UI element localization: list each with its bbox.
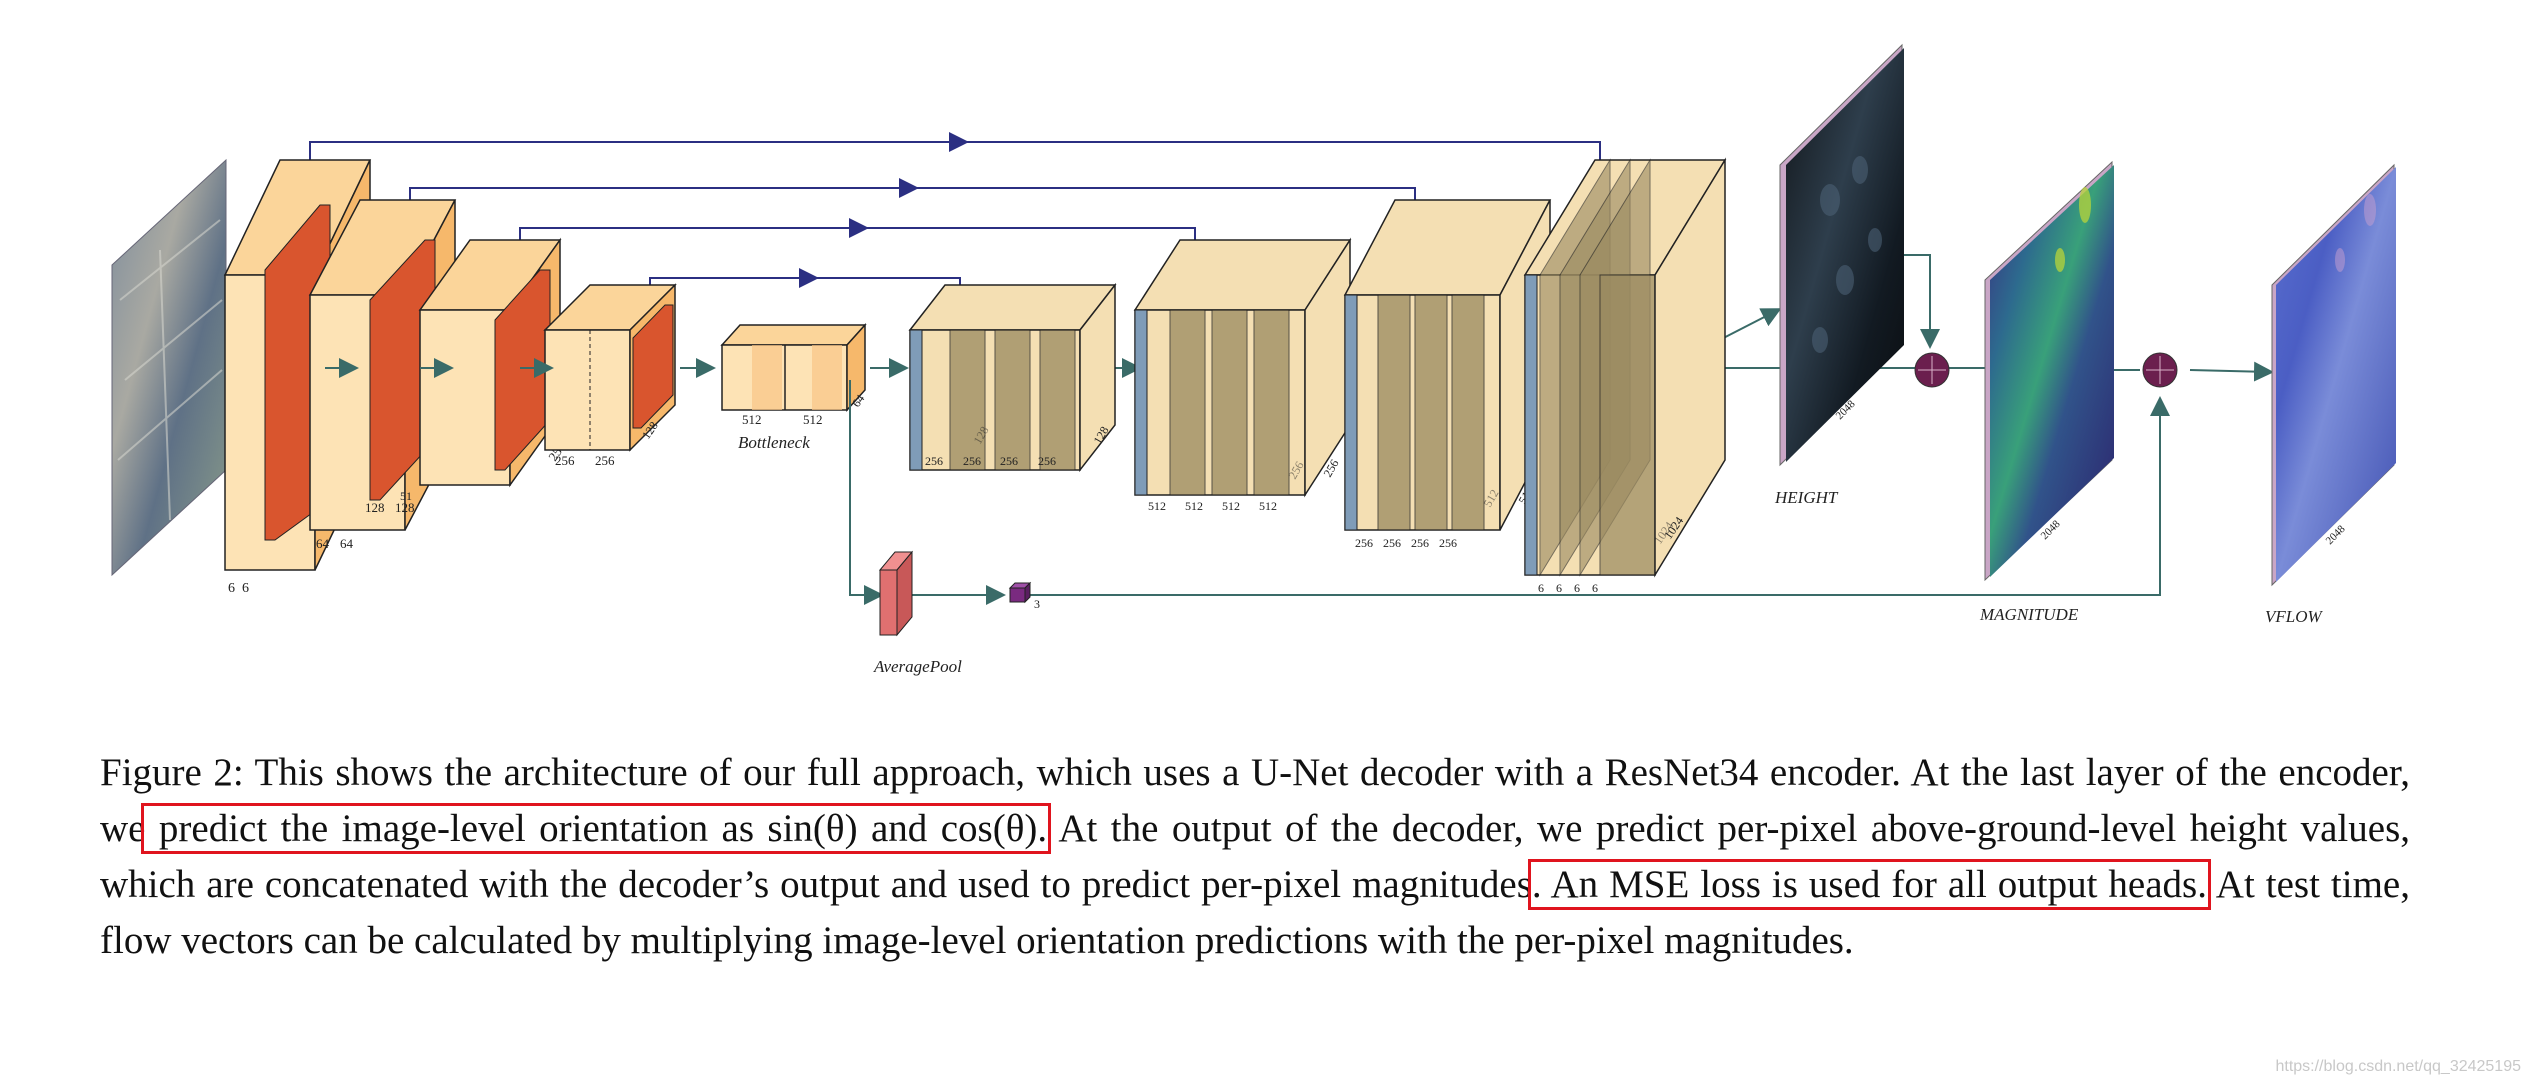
architecture-diagram: 6 6 64 64 128 128 51 256 256 256 128 <box>0 0 2529 720</box>
vflow-output: 2048 VFLOW <box>2265 165 2396 626</box>
dim-label: 64 <box>316 536 330 551</box>
bottleneck-block: 512 512 64 Bottleneck <box>722 325 867 452</box>
dim-label: 3 <box>1034 597 1040 611</box>
average-pool-label: AveragePool <box>873 657 962 676</box>
dim-label: 512 <box>803 412 823 427</box>
dim-label: 512 <box>1185 499 1203 513</box>
magnitude-label: MAGNITUDE <box>1979 605 2079 624</box>
dim-label: 6 <box>228 581 235 596</box>
dim-label: 128 <box>365 500 385 515</box>
dim-label: 6 <box>1574 581 1580 595</box>
bottleneck-label: Bottleneck <box>738 433 810 452</box>
height-output: 2048 HEIGHT <box>1774 45 1904 507</box>
caption-highlight-orientation: predict the image-level orientation as s… <box>145 807 1047 850</box>
concat-node-2 <box>2143 353 2177 387</box>
dim-label: 256 <box>1411 536 1429 550</box>
dim-label: 256 <box>555 453 575 468</box>
dim-label: 6 <box>1538 581 1544 595</box>
dim-label: 512 <box>1259 499 1277 513</box>
dim-label: 256 <box>963 454 981 468</box>
dim-label: 6 <box>1556 581 1562 595</box>
dim-label: 256 <box>1355 536 1373 550</box>
dim-label: 256 <box>595 453 615 468</box>
height-label: HEIGHT <box>1774 488 1839 507</box>
decoder-block-4: 6 6 6 6 1024 1024 <box>1525 160 1725 595</box>
decoder-block-2: 512 512 512 512 256 256 <box>1135 240 1350 513</box>
magnitude-output: 2048 MAGNITUDE <box>1979 162 2114 624</box>
watermark: https://blog.csdn.net/qq_32425195 <box>2275 1058 2521 1076</box>
vflow-label: VFLOW <box>2265 607 2324 626</box>
encoder-block-4: 128 <box>545 285 675 450</box>
dim-label: 256 <box>1439 536 1457 550</box>
dim-label: 256 <box>1383 536 1401 550</box>
dim-label: 256 <box>1000 454 1018 468</box>
dim-label: 512 <box>742 412 762 427</box>
figure-caption: Figure 2: This shows the architecture of… <box>100 745 2410 969</box>
dim-label: 51 <box>400 489 412 503</box>
dim-label: 256 <box>1038 454 1056 468</box>
caption-highlight-loss: . An MSE loss is used for all output hea… <box>1532 863 2207 906</box>
decoder-block-3: 256 256 256 256 512 512 <box>1345 200 1550 550</box>
orientation-output-cube: 3 <box>1010 583 1040 611</box>
average-pool-block: AveragePool <box>873 552 962 676</box>
concat-node-1 <box>1915 353 1949 387</box>
dim-label: 256 <box>925 454 943 468</box>
dim-label: 6 <box>1592 581 1598 595</box>
dim-label: 512 <box>1222 499 1240 513</box>
dim-label: 64 <box>340 536 354 551</box>
dim-label: 512 <box>1148 499 1166 513</box>
dim-label: 6 <box>242 581 249 596</box>
input-image <box>112 160 226 575</box>
decoder-block-1: 256 256 256 256 128 128 <box>910 285 1115 470</box>
